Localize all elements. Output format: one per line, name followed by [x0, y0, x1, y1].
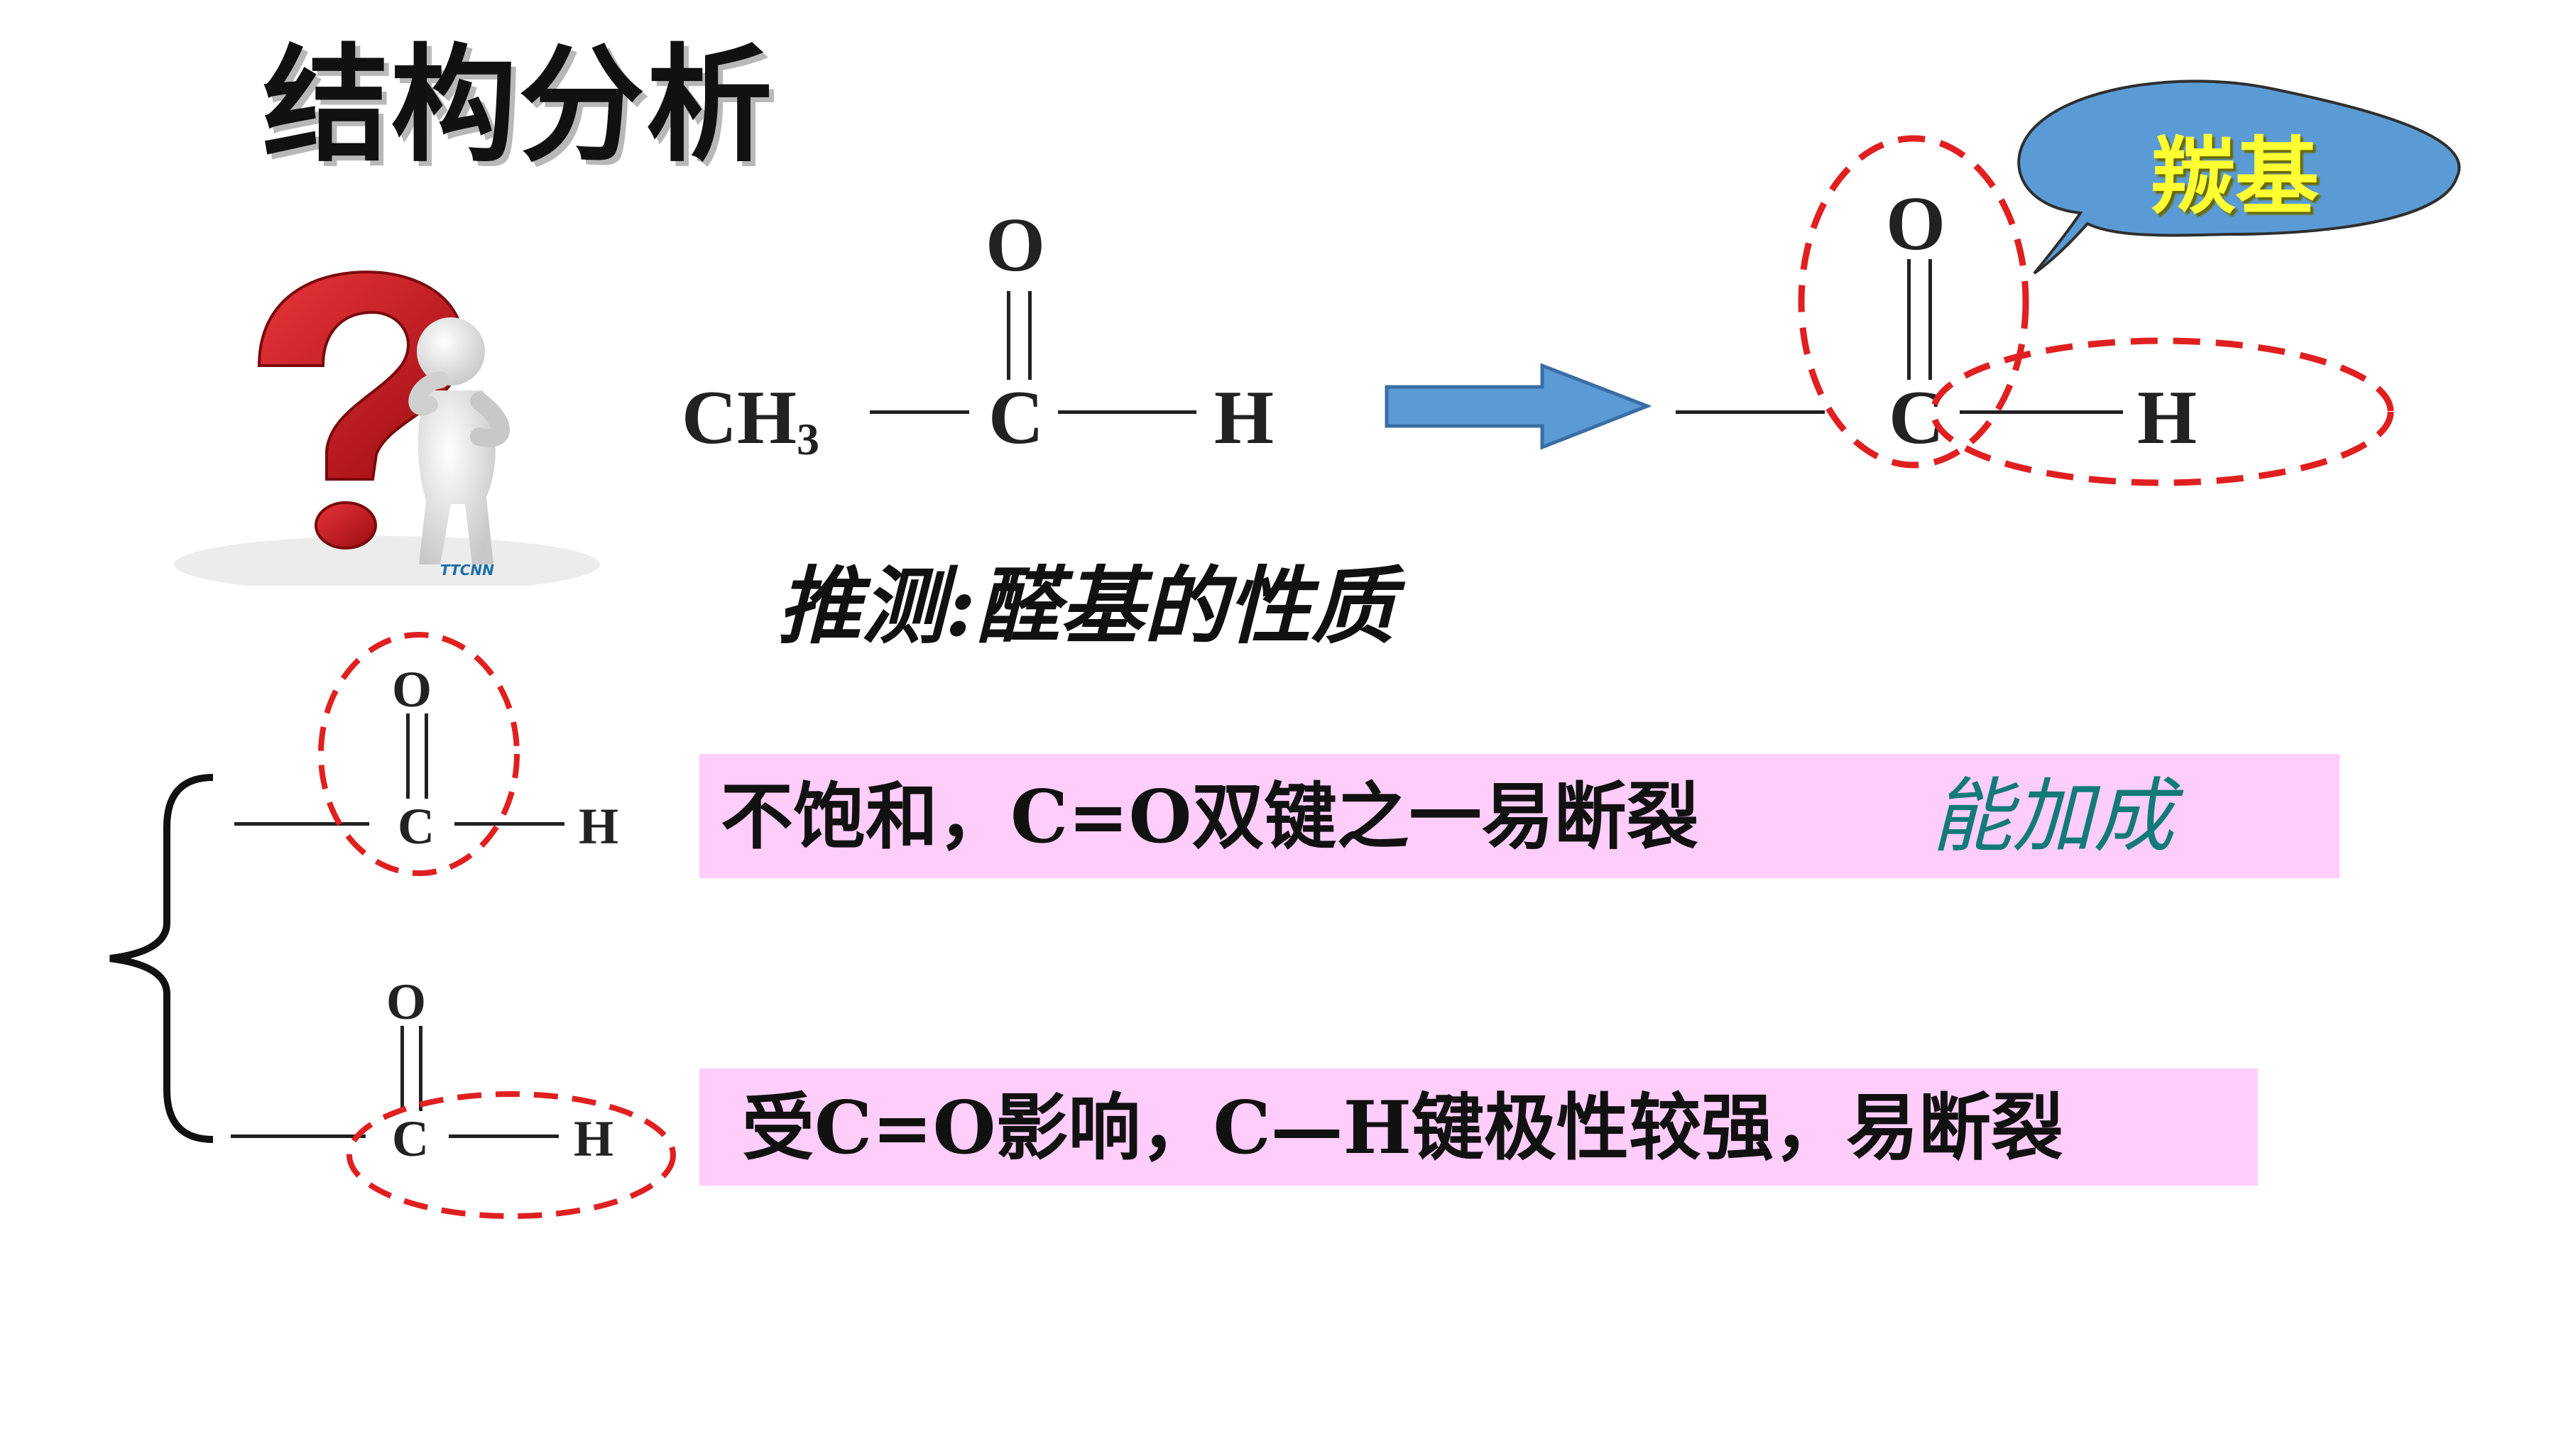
- row1-bond-left: [234, 822, 369, 826]
- row2-bond-c-h: [449, 1134, 559, 1138]
- row2-oxygen: O: [386, 973, 427, 1030]
- aldehyde-circle: [1930, 337, 2394, 486]
- row1-hydrogen: H: [579, 798, 619, 855]
- point-text-2: 受C=O影响，C—H键极性较强，易断裂: [742, 1086, 2064, 1171]
- question-figure-image: TTCNN: [153, 259, 618, 593]
- carbonyl-circle: [1798, 135, 2029, 469]
- double-bond-right: [1028, 291, 1032, 380]
- point-result-1: 能加成: [1931, 769, 2175, 863]
- general-double-bond-right: [1928, 259, 1932, 380]
- row2-double-left: [400, 1026, 404, 1111]
- point-box-1: [699, 754, 2340, 878]
- curly-brace: [99, 767, 220, 1150]
- general-oxygen: O: [1886, 182, 1946, 266]
- bubble-shape: [2017, 80, 2461, 275]
- row2-aldehyde-circle: [341, 1086, 682, 1225]
- inference-text: 推测:醛基的性质: [777, 557, 1395, 655]
- carbonyl-highlight-svg: [1775, 71, 2492, 497]
- page-title: 结构分析: [263, 32, 774, 179]
- row1-double-left: [406, 713, 410, 799]
- double-bond-left: [1007, 291, 1010, 380]
- row1-carbonyl-circle: [312, 628, 525, 880]
- row1-double-right: [425, 713, 428, 799]
- row1-oxygen: O: [392, 661, 432, 718]
- row1-carbon: C: [398, 798, 435, 855]
- general-carbon: C: [1889, 376, 1944, 460]
- bond-ch3-c: [870, 410, 969, 414]
- bond-left-r: [1676, 410, 1825, 414]
- carbonyl-label: 羰基: [2151, 128, 2320, 226]
- row2-bond-left: [231, 1134, 366, 1138]
- right-arrow: [1385, 362, 1652, 451]
- ch3-group: CH3: [682, 376, 819, 464]
- row2-hydrogen: H: [574, 1110, 614, 1167]
- carbonyl-carbon: C: [988, 376, 1044, 460]
- carbonyl-oxygen: O: [986, 203, 1046, 288]
- general-double-bond-left: [1907, 259, 1911, 380]
- general-bond-c-h: [1960, 410, 2123, 414]
- row2-double-right: [419, 1026, 422, 1111]
- watermark-text: TTCNN: [440, 562, 494, 579]
- row1-bond-c-h: [454, 822, 564, 826]
- point-box-2: [699, 1068, 2258, 1186]
- general-hydrogen: H: [2137, 376, 2198, 460]
- row2-carbon: C: [392, 1110, 429, 1167]
- point-text-1: 不饱和，C=O双键之一易断裂: [721, 775, 1699, 860]
- bond-c-h: [1058, 410, 1196, 414]
- aldehyde-hydrogen: H: [1214, 376, 1275, 460]
